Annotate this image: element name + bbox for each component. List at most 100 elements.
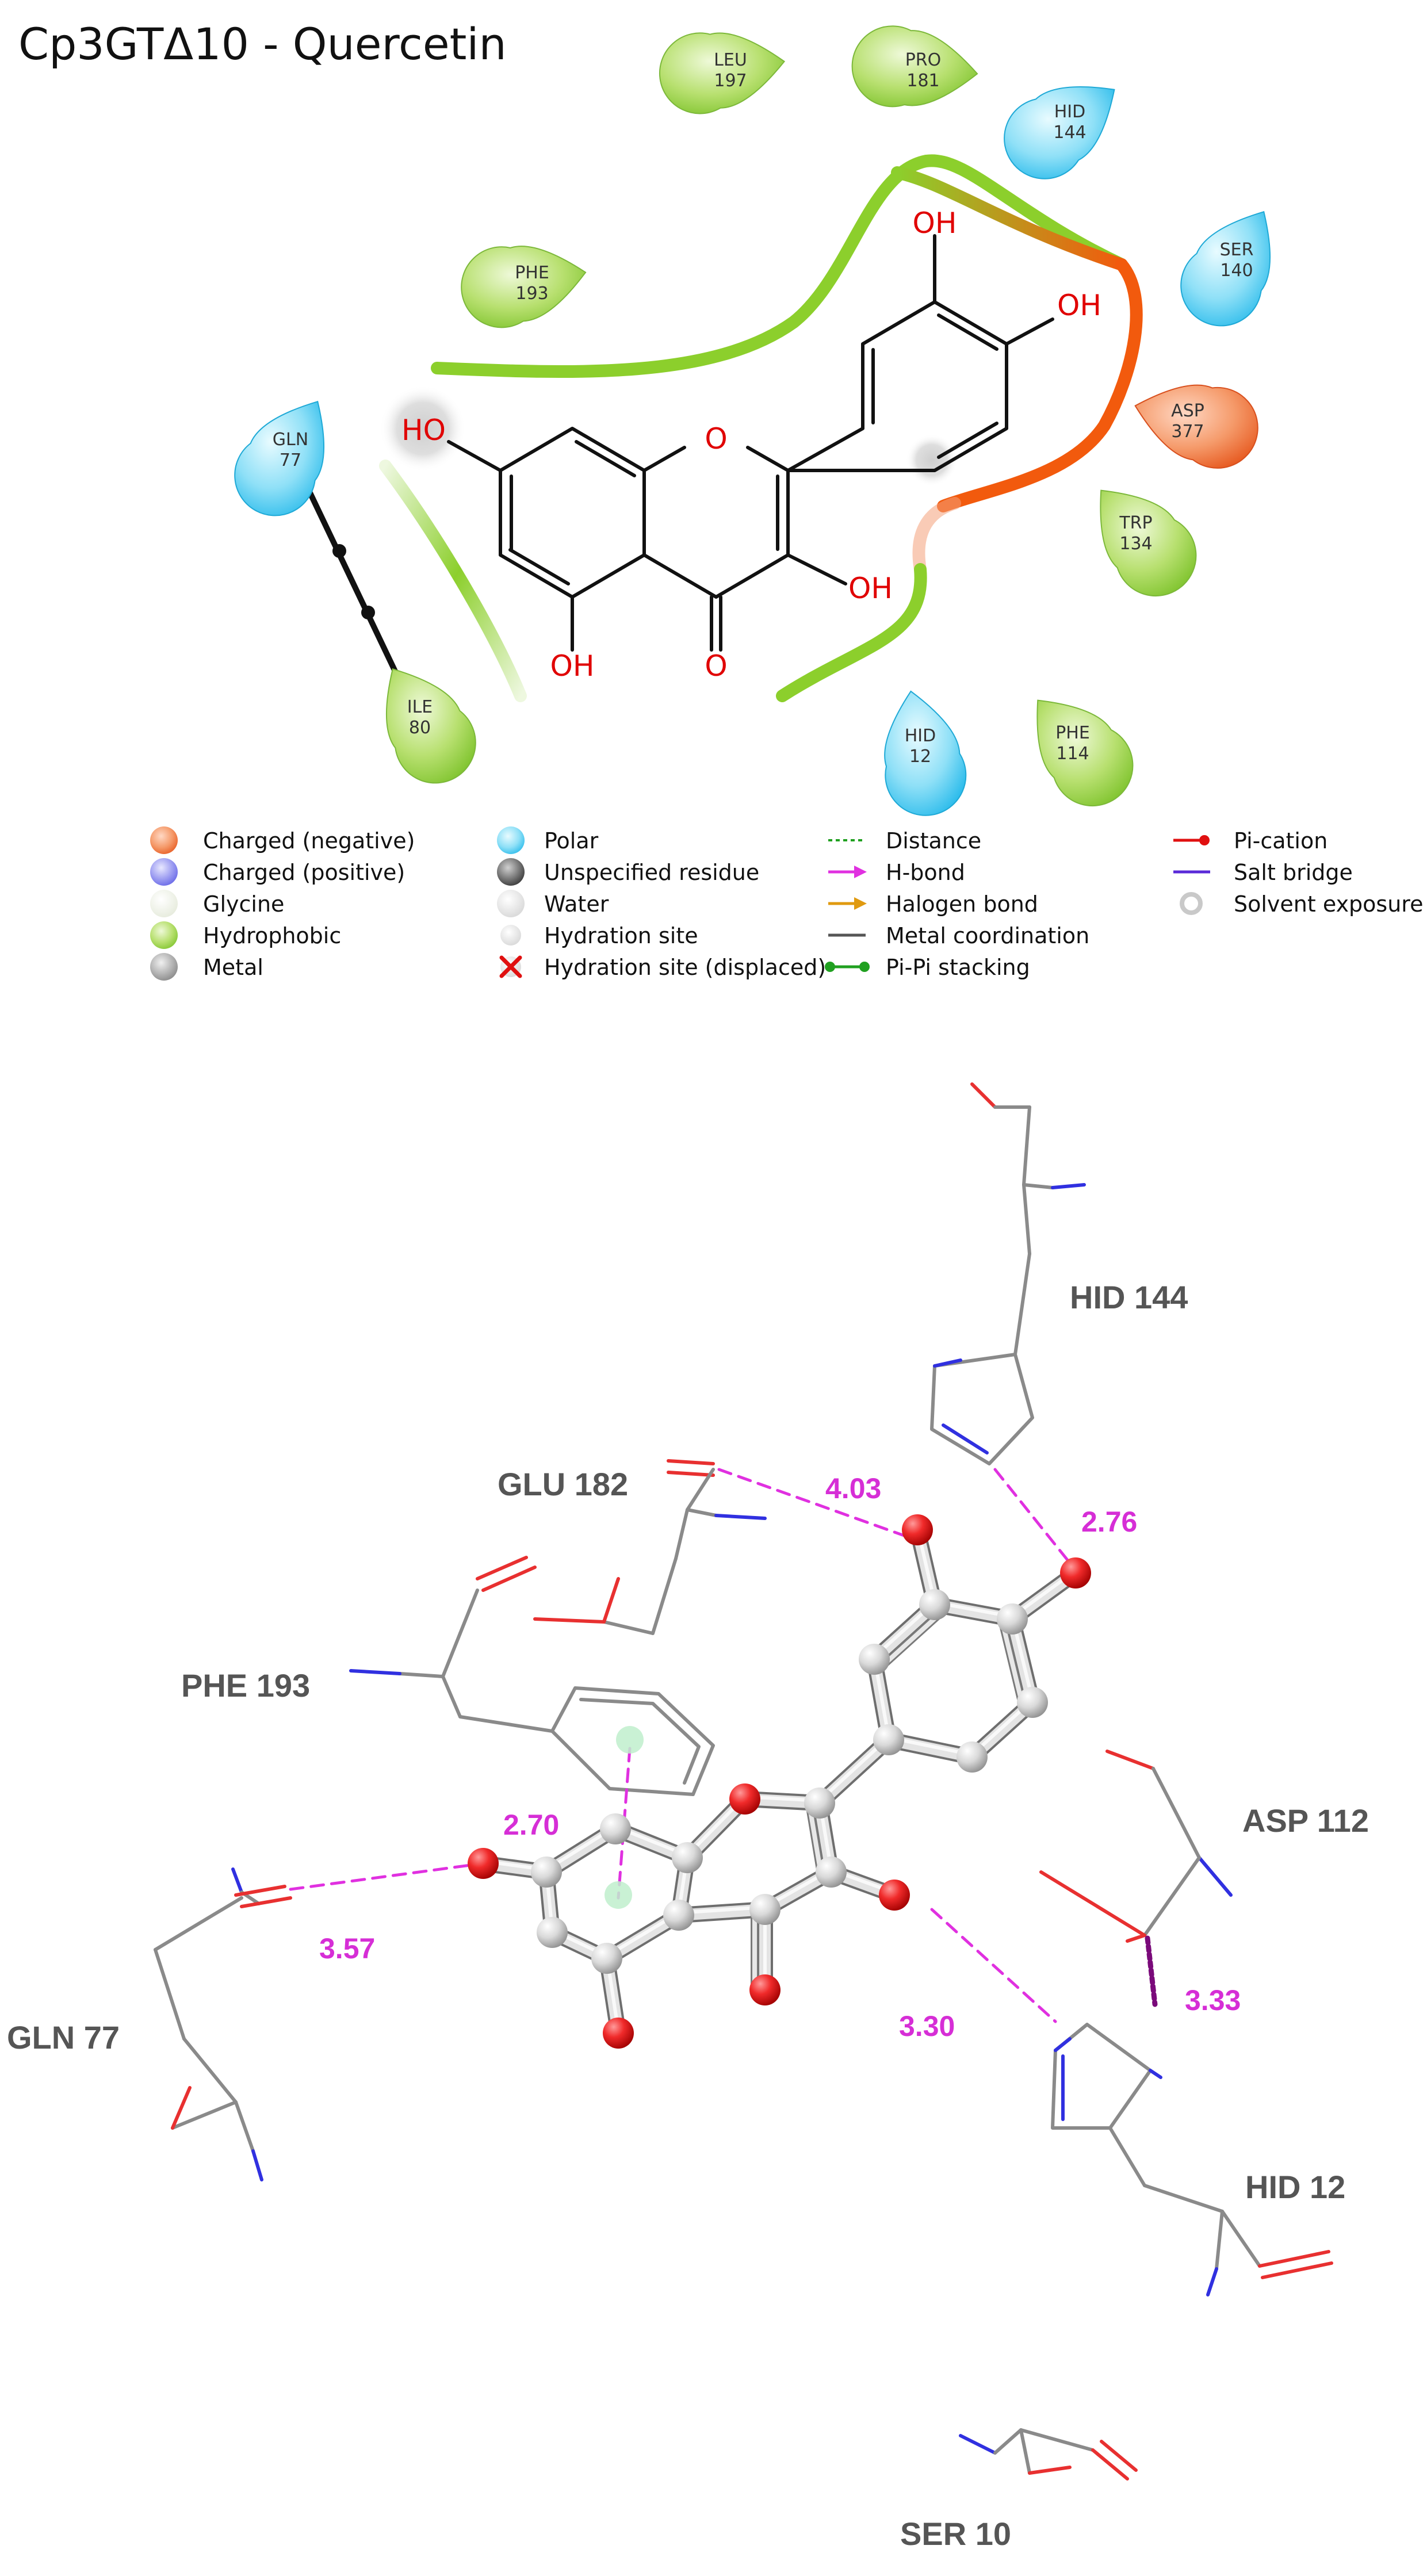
- hydroxyl-label: OH: [550, 649, 595, 683]
- keto-oxygen-label: O: [705, 649, 727, 683]
- distance-label: 4.03: [825, 1472, 881, 1505]
- residue-bubble-shape: [1134, 384, 1258, 469]
- residue-name: PHE: [1055, 723, 1090, 743]
- label-hid-12: HID 12: [1245, 2169, 1345, 2205]
- stick-gln-77: [154, 1867, 292, 2181]
- legend-swatch-hydrophobic: [150, 921, 178, 949]
- stick-phe-193: [349, 1556, 715, 1796]
- quercetin-2d-structure: [447, 234, 1054, 652]
- legend-swatch-charged-negative: [150, 826, 178, 854]
- carbon-atom: [816, 1857, 847, 1888]
- residue-number: 114: [1056, 744, 1089, 764]
- residue-sticks: [154, 1082, 1333, 2481]
- residue-name: TRP: [1119, 513, 1152, 533]
- binding-pose-3d: HID 144 GLU 182 PHE 193 ASP 112 GLN 77 H…: [7, 1082, 1369, 2552]
- residue-bubble-shape: [659, 32, 786, 114]
- carbon-atom: [531, 1857, 562, 1888]
- residue-name: SER: [1220, 240, 1254, 260]
- legend-label: H-bond: [886, 860, 965, 885]
- legend-label: Unspecified residue: [544, 860, 759, 885]
- solvent-exposure-halo: [380, 385, 466, 472]
- label-asp-112: ASP 112: [1242, 1802, 1369, 1839]
- legend-label: Water: [544, 891, 609, 917]
- legend-swatch-hydration-displaced: [499, 955, 522, 978]
- interaction-lines: [289, 1468, 1158, 2023]
- carbon-atom: [591, 1943, 622, 1974]
- oxygen-atom: [468, 1848, 499, 1879]
- residue-number: 134: [1119, 534, 1152, 554]
- carbon-atom: [1017, 1687, 1048, 1718]
- label-hid-144: HID 144: [1070, 1279, 1188, 1315]
- legend-swatch-pi-pi: [825, 962, 870, 972]
- residue-number: 80: [409, 718, 431, 738]
- residue-bubble-shape: [234, 400, 325, 516]
- stick-hid-12: [1051, 2023, 1333, 2296]
- distance-label: 2.70: [503, 1809, 559, 1841]
- carbon-atom: [919, 1589, 950, 1620]
- residue-number: 377: [1171, 422, 1204, 442]
- residue-bubble-shape: [385, 668, 476, 784]
- ligand-double-bond: [1000, 1619, 1025, 1708]
- legend-label: Hydrophobic: [203, 923, 341, 948]
- residue-name: GLN: [273, 430, 308, 450]
- legend-swatch-solvent-exposure: [1180, 892, 1203, 915]
- legend-label: Salt bridge: [1234, 860, 1353, 885]
- ligand-double-bond: [807, 1802, 824, 1876]
- stick-asp-112: [1039, 1750, 1233, 1943]
- stick-glu-182: [533, 1459, 767, 1635]
- oxygen-atom: [603, 2018, 634, 2049]
- residue-number: 140: [1220, 261, 1253, 281]
- ring-oxygen-label: O: [705, 422, 727, 456]
- quercetin-atom-labels: O OH OH OH HO OH O: [401, 206, 1101, 683]
- residue-bubbles: LEU197PRO181HID144SER140PHE193GLN77ASP37…: [234, 25, 1271, 816]
- label-ser-10: SER 10: [900, 2516, 1011, 2552]
- label-gln-77: GLN 77: [7, 2019, 120, 2056]
- legend-swatch-water: [497, 890, 525, 917]
- carbon-atom: [804, 1787, 835, 1819]
- legend-label: Pi-Pi stacking: [886, 955, 1030, 980]
- carbon-atom: [957, 1741, 988, 1773]
- residue-name: ASP: [1171, 401, 1204, 421]
- residue-bubble-shape: [1004, 86, 1115, 179]
- carbon-atom: [672, 1842, 703, 1873]
- residue-name: ILE: [407, 697, 433, 717]
- residue-name: LEU: [714, 50, 747, 70]
- oxygen-atom: [902, 1514, 933, 1545]
- residue-bubble-shape: [461, 246, 587, 328]
- residue-number: 197: [714, 71, 747, 91]
- hydroxyl-label: HO: [401, 414, 446, 447]
- ligand-double-bond: [879, 1610, 944, 1670]
- label-glu-182: GLU 182: [498, 1466, 628, 1502]
- stick-ser-10: [959, 2428, 1138, 2481]
- distance-label: 3.30: [899, 2010, 955, 2042]
- ring-centroid: [616, 1726, 644, 1754]
- residue-name: PHE: [515, 263, 549, 283]
- carbon-atom: [663, 1900, 694, 1931]
- carbon-atom: [600, 1813, 631, 1844]
- legend-swatch-hydration-site: [500, 925, 521, 946]
- legend-label: Charged (positive): [203, 860, 405, 885]
- hbond-gln77: [289, 1862, 485, 1891]
- legend-swatch-charged-positive: [150, 858, 178, 886]
- salt-bridge-asp112-hid12: [1145, 1935, 1158, 2007]
- oxygen-atom: [749, 1974, 781, 2005]
- hydroxyl-label: OH: [848, 572, 893, 605]
- legend-label: Distance: [886, 828, 981, 853]
- legend-label: Metal coordination: [886, 923, 1089, 948]
- legend-swatch-polar: [497, 826, 525, 854]
- legend-label: Charged (negative): [203, 828, 415, 853]
- hbond-glu182: [717, 1468, 922, 1543]
- legend-swatch-unspecified: [497, 858, 525, 886]
- carbon-atom: [749, 1894, 781, 1925]
- ligand-interaction-diagram: O OH OH OH HO OH O LEU197PRO181HID144SER…: [234, 25, 1271, 816]
- residue-bubble-shape: [1036, 699, 1134, 807]
